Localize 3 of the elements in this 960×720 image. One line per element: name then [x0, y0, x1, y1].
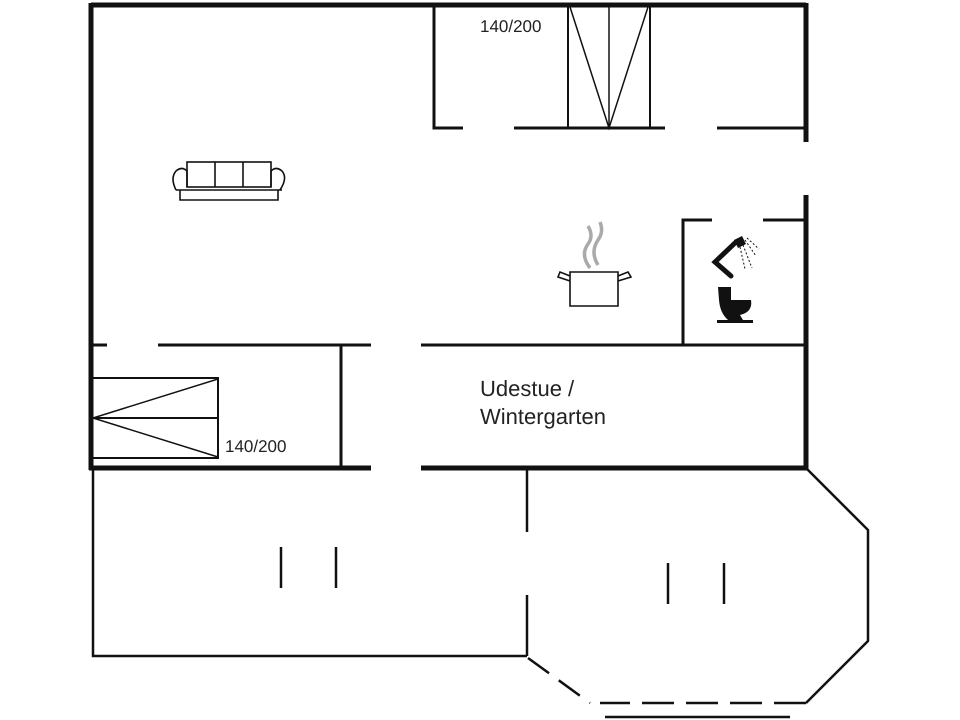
bed-size-label: 140/200	[225, 436, 288, 458]
bed-size-label: 140/200	[480, 16, 542, 38]
room-label: Udestue / Wintergarten	[480, 375, 607, 430]
